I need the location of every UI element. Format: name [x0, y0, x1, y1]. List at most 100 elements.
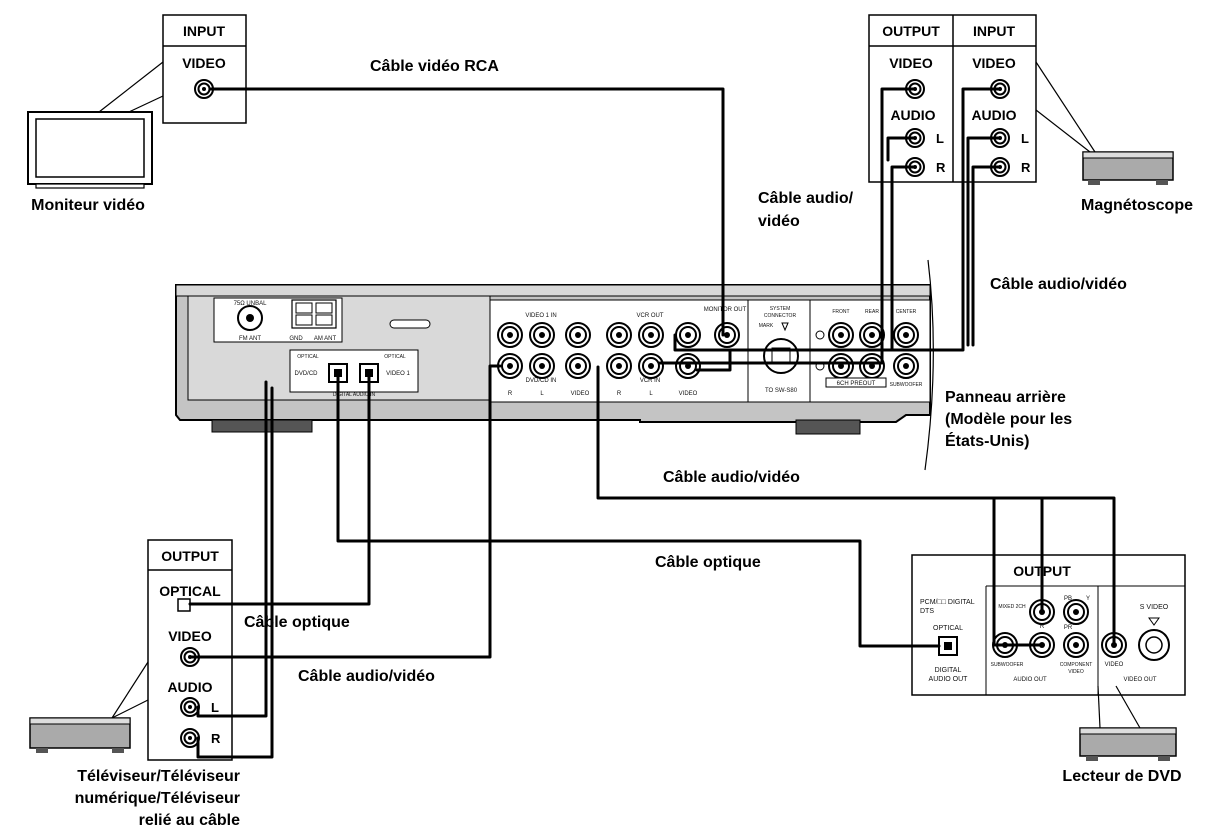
- rear-l-jack: [859, 322, 885, 348]
- monitor-input-panel: INPUT VIDEO: [162, 14, 247, 124]
- dvdcd-label: DVD/CD: [294, 371, 318, 377]
- cable-label-av-vcr-out-2: vidéo: [758, 213, 800, 230]
- dvd-in-r-jack: [497, 353, 523, 379]
- vcr-out-video-label: VIDEO: [889, 55, 933, 71]
- am-ant-label: AM ANT: [314, 336, 337, 342]
- dvd-r-mark: R: [1040, 624, 1045, 630]
- tv-audio-r-jack: [180, 728, 200, 748]
- rear-label: REAR: [865, 309, 879, 315]
- dvd-mixed-label: MIXED 2CH: [998, 604, 1026, 610]
- dvd-audio-out-label1: AUDIO OUT: [929, 676, 969, 683]
- center-jack: [893, 322, 919, 348]
- dvd-video-label: VIDEO: [571, 391, 590, 397]
- dvd-label: Lecteur de DVD: [1062, 768, 1181, 785]
- fm-ant-label: FM ANT: [239, 336, 261, 342]
- video1-in-r-jack: [497, 322, 523, 348]
- tv-label-line3: relié au câble: [139, 812, 240, 829]
- vcr-out-r-rcv-jack: [606, 322, 632, 348]
- cable-optical-dvd: [336, 371, 941, 648]
- video1-in-label: VIDEO 1 IN: [525, 313, 556, 319]
- vcr-in-audio-label: AUDIO: [971, 107, 1016, 123]
- tv-output-panel: OUTPUT OPTICAL VIDEO AUDIO L R: [147, 539, 233, 761]
- vcr-out-l: L: [936, 131, 944, 146]
- tv-label-line2: numérique/Téléviseur: [75, 790, 240, 807]
- dvd-pb-label: PB: [1064, 596, 1072, 602]
- tv-audio-l-jack: [180, 697, 200, 717]
- vcr-input-title: INPUT: [973, 23, 1015, 39]
- vcr-out-r: R: [936, 160, 946, 175]
- front-l-jack: [828, 322, 854, 348]
- dvd-optical-label: OPTICAL: [933, 625, 963, 632]
- cable-optical-tv: [188, 371, 371, 606]
- receiver-rear-panel: 75Ω UNBAL FM ANT GND AM ANT OPTICAL OPTI…: [175, 284, 931, 435]
- dvd-in-video-jack: [565, 353, 591, 379]
- vcr-out-audio-label: AUDIO: [890, 107, 935, 123]
- vcr-output-title: OUTPUT: [882, 23, 940, 39]
- video1-label: VIDEO 1: [386, 371, 410, 377]
- cable-rca-video: [208, 87, 725, 337]
- rear-panel-label-3: États-Unis): [945, 431, 1029, 450]
- dvdcd-in-label: DVD/CD IN: [526, 378, 557, 384]
- cable-av-tv: [188, 364, 502, 759]
- cable-label-av-vcr-out-1: Câble audio/: [758, 190, 854, 207]
- connector-label: CONNECTOR: [764, 313, 797, 319]
- dvd-video-out-label: VIDEO OUT: [1123, 677, 1156, 683]
- to-sw-label: TO SW-S80: [765, 388, 798, 394]
- cable-label-optical-dvd: Câble optique: [655, 554, 761, 571]
- vcr-device-icon: [1082, 151, 1174, 185]
- gnd-label: GND: [289, 336, 303, 342]
- rear-panel-label-2: (Modèle pour les: [945, 411, 1072, 428]
- preout-label: 6CH PREOUT: [837, 381, 876, 387]
- vcr-out-label: VCR OUT: [637, 313, 664, 319]
- dvd-svideo-label: S VIDEO: [1140, 604, 1169, 611]
- tv-label-line1: Téléviseur/Téléviseur: [77, 768, 240, 785]
- vcr-in-video-label: VIDEO: [972, 55, 1016, 71]
- video1-in-l-jack: [529, 322, 555, 348]
- tv-device-icon: [29, 717, 131, 753]
- vcr-video-label: VIDEO: [679, 391, 698, 397]
- optical-video1-label: OPTICAL: [384, 354, 406, 360]
- front-label: FRONT: [832, 309, 849, 315]
- dvd-output-panel: OUTPUT PCM/□□ DIGITAL DTS OPTICAL DIGITA…: [911, 554, 1186, 696]
- monitor-out-label: MONITOR OUT: [704, 307, 747, 313]
- cable-label-optical-tv: Câble optique: [244, 614, 350, 631]
- l-mark-1: L: [540, 391, 544, 397]
- front-r-jack: [828, 353, 854, 379]
- system-label: SYSTEM: [770, 306, 791, 312]
- rcv-subwoofer-label: SUBWOOFER: [890, 382, 923, 388]
- dvd-pb-jack: [1063, 599, 1089, 625]
- cables: [188, 87, 1116, 759]
- dvd-subwoofer-label: SUBWOOFER: [991, 662, 1024, 668]
- dvd-component-label: COMPONENT: [1060, 662, 1093, 668]
- vcr-in-l: L: [1021, 131, 1029, 146]
- vcr-in-r: R: [1021, 160, 1031, 175]
- video1-in-video-jack: [565, 322, 591, 348]
- tv-l: L: [211, 700, 219, 715]
- cable-label-av-tv: Câble audio/vidéo: [298, 668, 435, 685]
- monitor-video-label: VIDEO: [182, 55, 226, 71]
- optical-dvd-label: OPTICAL: [297, 354, 319, 360]
- dvd-device-icon: [1079, 727, 1177, 761]
- rear-r-jack: [859, 353, 885, 379]
- cable-label-rca-video: Câble vidéo RCA: [370, 58, 499, 75]
- cable-label-av-vcr-in: Câble audio/vidéo: [990, 276, 1127, 293]
- tv-output-title: OUTPUT: [161, 548, 219, 564]
- dvd-digital-label: DIGITAL: [935, 667, 962, 674]
- monitor-device-icon: [27, 111, 153, 189]
- rear-panel-label-1: Panneau arrière: [945, 389, 1066, 406]
- monitor-label: Moniteur vidéo: [31, 197, 145, 214]
- monitor-input-title: INPUT: [183, 23, 225, 39]
- tv-video-label: VIDEO: [168, 628, 212, 644]
- dvd-pr-label: PR: [1064, 625, 1073, 631]
- vcr-out-video-rcv-jack: [675, 322, 701, 348]
- unbal-label: 75Ω UNBAL: [234, 301, 267, 307]
- dvd-video-label: VIDEO: [1105, 662, 1124, 668]
- dvd-component-video-label: VIDEO: [1068, 669, 1084, 675]
- vcr-in-r-rcv-jack: [606, 353, 632, 379]
- r-mark-2: R: [617, 391, 622, 397]
- vcr-in-l-rcv-jack: [638, 353, 664, 379]
- l-mark-2: L: [649, 391, 653, 397]
- vcr-panel: OUTPUT INPUT VIDEO VIDEO AUDIO AUDIO L R…: [868, 14, 1037, 183]
- dvd-pr-jack: [1063, 632, 1089, 658]
